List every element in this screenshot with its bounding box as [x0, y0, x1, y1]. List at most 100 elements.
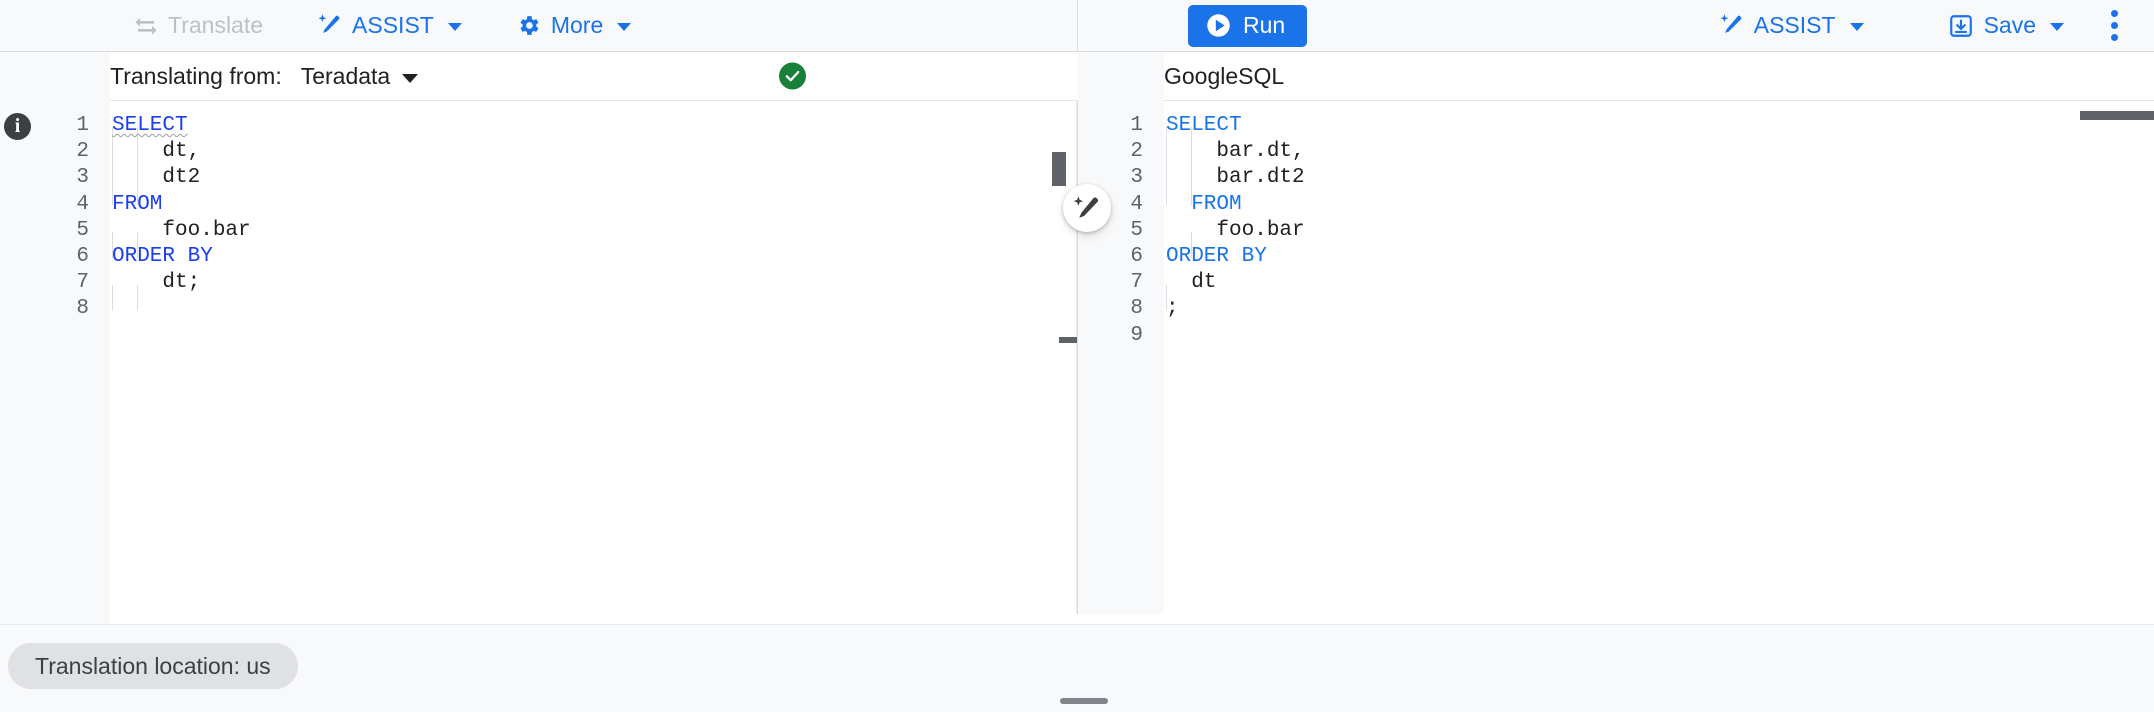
- assist-label-left: ASSIST: [352, 12, 434, 38]
- code-line: dt;: [112, 270, 1077, 296]
- code-token: dt,: [112, 140, 201, 164]
- more-vert-icon[interactable]: [2096, 4, 2132, 48]
- code-token: dt: [1166, 271, 1217, 295]
- chevron-down-icon: [1849, 23, 1864, 31]
- target-dialect-value: GoogleSQL: [1164, 62, 1285, 89]
- line-number: 3: [1130, 166, 1143, 190]
- code-line: ORDER BY: [112, 244, 1077, 270]
- line-number: 1: [76, 114, 89, 137]
- code-token: SELECT: [112, 114, 188, 137]
- source-pane-header: Translating from: Teradata: [110, 52, 1078, 101]
- save-download-icon: [1948, 13, 1974, 39]
- line-number: 7: [76, 271, 89, 295]
- code-token: dt;: [112, 271, 201, 295]
- code-token: SELECT: [1166, 114, 1242, 137]
- code-token: foo.bar: [1166, 218, 1305, 242]
- indent-guide: [112, 127, 113, 205]
- source-resize-thumb[interactable]: [1052, 152, 1066, 186]
- editor-bottom-fill: [110, 614, 2154, 624]
- check-circle-icon: [779, 62, 806, 90]
- indent-guide: [137, 285, 138, 311]
- source-dialect-value: Teradata: [300, 62, 391, 89]
- indent-guide: [137, 127, 138, 205]
- indent-guide: [137, 232, 138, 258]
- source-scrollbar-track[interactable]: [1076, 101, 1077, 624]
- line-number: 4: [1130, 192, 1143, 216]
- code-token: dt2: [112, 166, 201, 190]
- code-line: foo.bar: [1166, 218, 2154, 244]
- translate-swap-icon: [134, 14, 158, 38]
- line-number: 2: [1130, 140, 1143, 164]
- code-line: SELECT: [1166, 113, 2154, 139]
- line-number: 8: [76, 297, 89, 321]
- chevron-down-icon: [402, 73, 419, 83]
- magic-wand-icon: [1719, 13, 1744, 38]
- assist-button-left[interactable]: ASSIST: [311, 8, 468, 43]
- chevron-down-icon: [2050, 23, 2064, 31]
- line-number: 2: [76, 140, 89, 164]
- magic-wand-edit-icon: [1073, 194, 1101, 222]
- line-number: 9: [1130, 323, 1143, 347]
- line-number: 3: [76, 166, 89, 190]
- toolbar-right-group: Run ASSIST: [1078, 0, 2154, 52]
- indent-guide: [1191, 232, 1192, 258]
- line-number: 5: [1130, 218, 1143, 242]
- code-line: dt,: [112, 139, 1077, 165]
- code-line: SELECT: [112, 113, 1077, 139]
- translating-from-label: Translating from:: [110, 62, 282, 89]
- toolbar-left-group: Translate ASSIST More: [0, 0, 1078, 52]
- indent-guide: [112, 285, 113, 311]
- line-number: 4: [76, 192, 89, 216]
- source-dialect-dropdown[interactable]: Teradata: [301, 63, 419, 90]
- inline-assist-button[interactable]: [1063, 184, 1111, 232]
- code-line: [112, 296, 1077, 322]
- resize-handle-icon[interactable]: [1060, 698, 1108, 704]
- code-token: FROM: [1166, 192, 1242, 216]
- code-token: [112, 297, 125, 320]
- assist-button-right[interactable]: ASSIST: [1713, 8, 1870, 43]
- code-token: FROM: [112, 192, 163, 216]
- save-label: Save: [1983, 12, 2036, 38]
- code-line: ORDER BY: [1166, 244, 2154, 270]
- code-line: bar.dt2: [1166, 165, 2154, 191]
- translation-location-chip[interactable]: Translation location: us: [8, 643, 298, 689]
- code-token: ORDER BY: [112, 245, 213, 269]
- indent-guide: [1191, 127, 1192, 205]
- indent-guide: [1166, 127, 1167, 205]
- code-token: ;: [1166, 297, 1179, 321]
- chevron-down-icon: [447, 23, 462, 31]
- code-token: ORDER BY: [1166, 245, 1267, 269]
- play-circle-icon: [1205, 12, 1232, 39]
- code-line: [1166, 323, 2154, 349]
- code-token: bar.dt,: [1166, 140, 1305, 164]
- more-label: More: [550, 12, 604, 38]
- more-button[interactable]: More: [510, 8, 637, 43]
- line-number: 6: [76, 245, 89, 269]
- magic-wand-icon: [317, 13, 342, 38]
- save-button[interactable]: Save: [1942, 8, 2070, 43]
- indent-guide: [1166, 285, 1167, 311]
- assist-label-right: ASSIST: [1753, 12, 1836, 38]
- info-icon[interactable]: i: [4, 113, 31, 140]
- source-scrollbar-thumb[interactable]: [1059, 337, 1077, 343]
- code-line: foo.bar: [112, 218, 1077, 244]
- gear-icon: [516, 13, 541, 38]
- translate-label: Translate: [168, 12, 264, 38]
- translate-button[interactable]: Translate: [128, 8, 269, 43]
- chevron-down-icon: [617, 23, 632, 31]
- run-button[interactable]: Run: [1188, 4, 1308, 47]
- target-scrollbar-thumb[interactable]: [2080, 111, 2154, 120]
- line-number: 6: [1130, 245, 1143, 269]
